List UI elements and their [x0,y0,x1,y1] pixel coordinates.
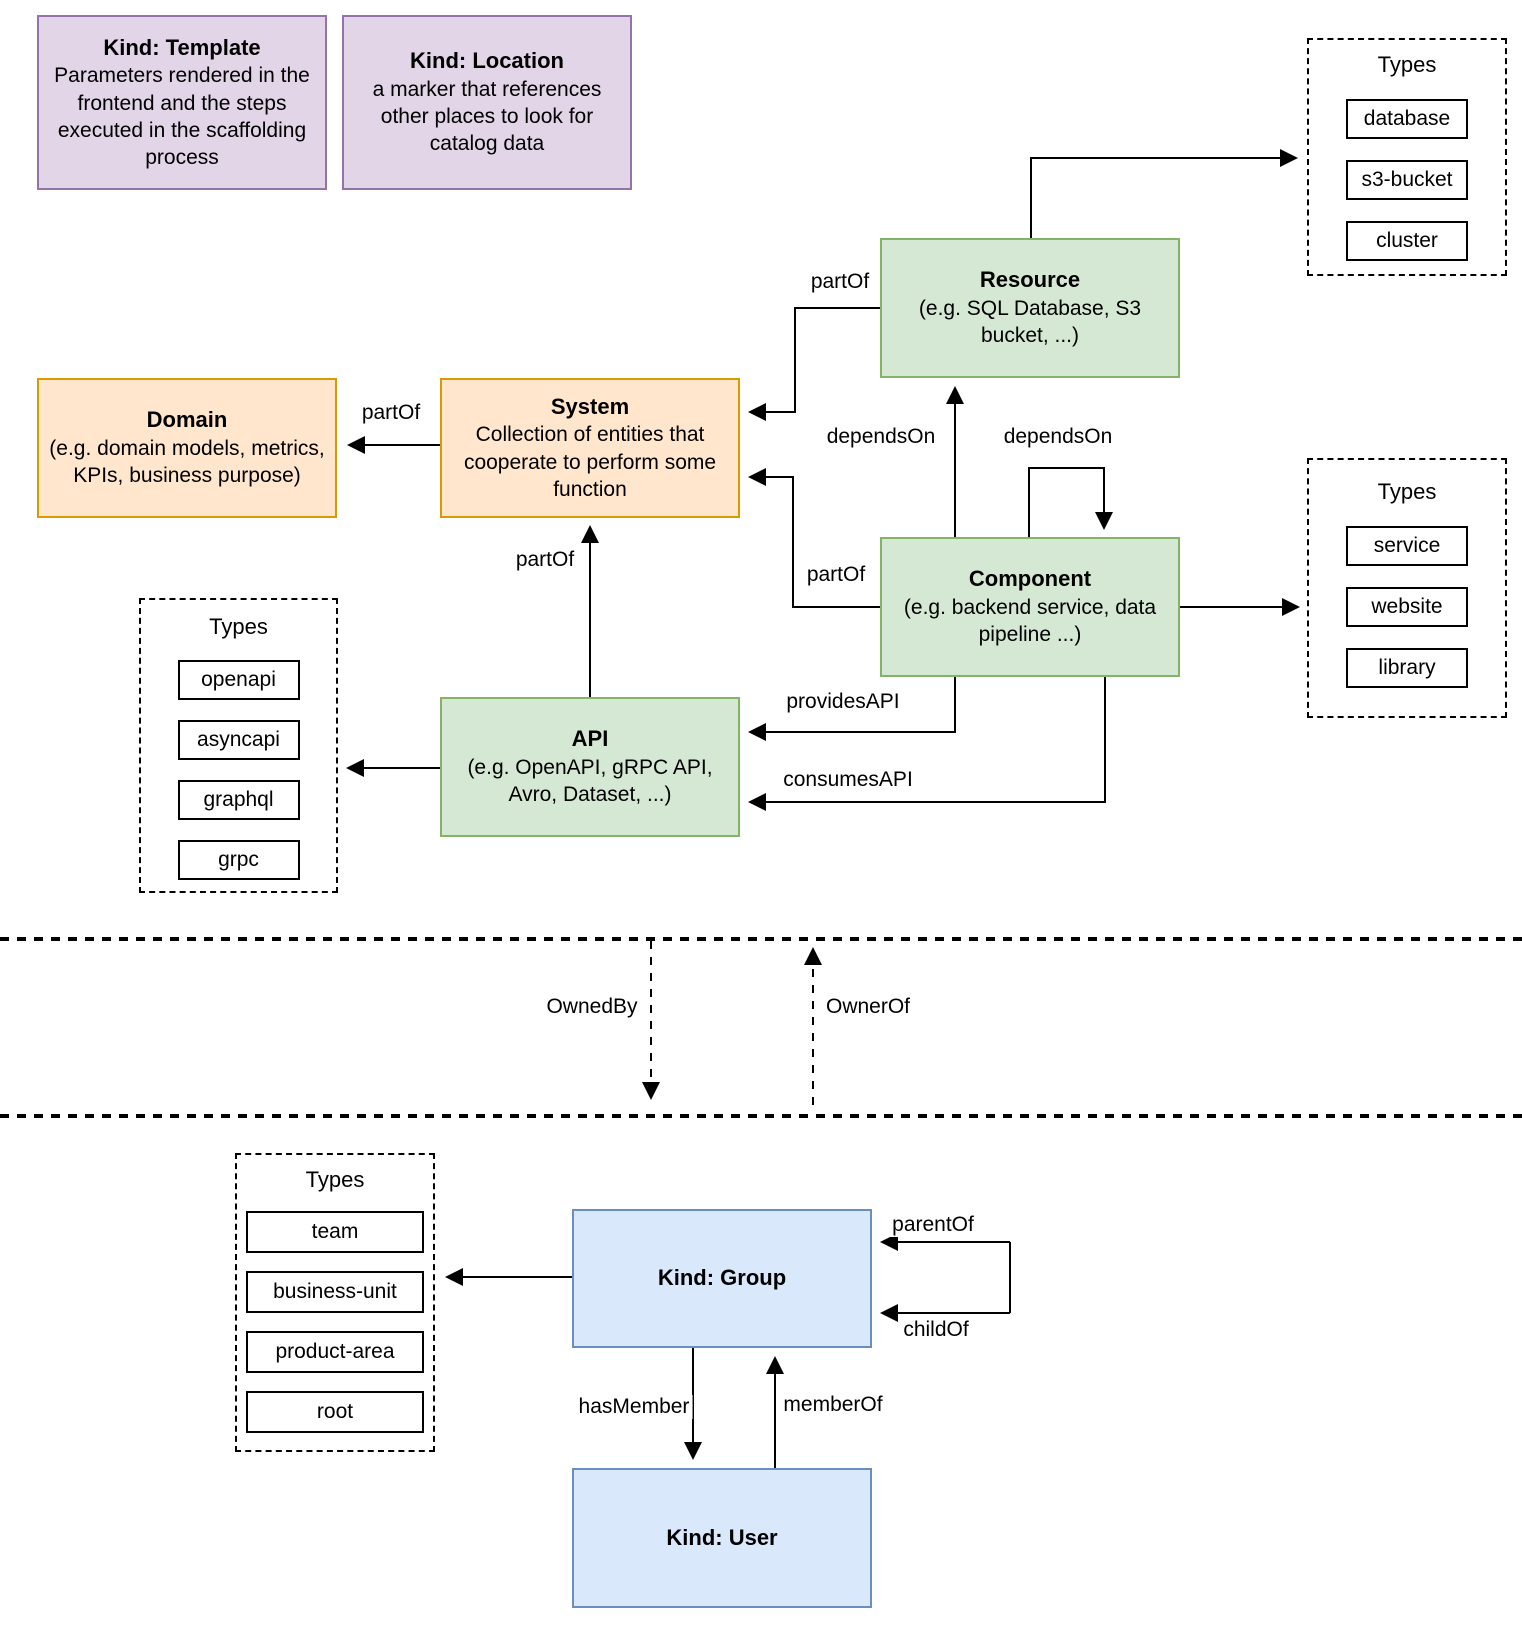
node-domain-title: Domain [146,407,228,433]
edge-label-memberof: memberOf [780,1393,886,1417]
node-api-body: (e.g. OpenAPI, gRPC API, Avro, Dataset, … [467,756,713,807]
node-api-title: API [571,726,609,752]
type-item-openapi: openapi [177,660,300,700]
node-kind-group: Kind: Group [572,1209,872,1348]
node-kind-template: Kind: Template Parameters rendered in th… [37,15,327,190]
type-item-grpc: grpc [177,840,300,880]
node-kind-location-title: Kind: Location [410,48,564,74]
type-item-team: team [246,1211,424,1253]
edge-label-hasmember: hasMember [575,1395,693,1419]
edge-label-parentof: parentOf [889,1213,977,1237]
node-domain-body: (e.g. domain models, metrics, KPIs, busi… [49,437,325,488]
edge-label-component-partof: partOf [803,563,869,587]
node-system-body: Collection of entities that cooperate to… [463,423,717,501]
node-system-title: System [550,393,630,419]
node-kind-template-title: Kind: Template [103,34,261,60]
types-box-resource-title: Types [1377,52,1437,77]
node-kind-location-body: a marker that references other places to… [372,77,602,156]
node-domain: Domain (e.g. domain models, metrics, KPI… [37,378,337,518]
type-item-database: database [1346,99,1468,139]
types-box-component: Types service website library [1307,458,1507,718]
edge-label-dependson-self: dependsOn [1000,425,1116,449]
type-item-business-unit: business-unit [246,1271,424,1313]
edge-label-api-partof: partOf [512,548,578,572]
type-item-service: service [1346,526,1468,566]
edge-label-consumesapi: consumesAPI [780,768,916,792]
edge-label-dependson-resource: dependsOn [823,425,939,449]
type-item-website: website [1346,587,1468,627]
edge-label-system-partof: partOf [358,401,424,425]
type-item-asyncapi: asyncapi [177,720,300,760]
node-api: API (e.g. OpenAPI, gRPC API, Avro, Datas… [440,697,740,837]
node-resource-body: (e.g. SQL Database, S3 bucket, ...) [918,297,1142,348]
type-item-product-area: product-area [246,1331,424,1373]
edge-label-ownedby: OwnedBy [543,995,641,1019]
node-kind-location: Kind: Location a marker that references … [342,15,632,190]
type-item-library: library [1346,648,1468,688]
edge-label-resource-partof: partOf [807,270,873,294]
type-item-root: root [246,1391,424,1433]
node-component: Component (e.g. backend service, data pi… [880,537,1180,677]
node-kind-template-body: Parameters rendered in the frontend and … [54,64,310,170]
types-box-group: Types team business-unit product-area ro… [235,1153,435,1452]
node-resource: Resource (e.g. SQL Database, S3 bucket, … [880,238,1180,378]
node-system: System Collection of entities that coope… [440,378,740,518]
node-kind-user: Kind: User [572,1468,872,1608]
edge-label-ownerof: OwnerOf [822,995,914,1019]
type-item-cluster: cluster [1346,221,1468,261]
node-resource-title: Resource [979,267,1081,293]
edge-label-providesapi: providesAPI [783,690,903,714]
node-component-title: Component [968,566,1092,592]
node-kind-user-title: Kind: User [666,1524,778,1550]
types-box-api-title: Types [209,614,268,639]
type-item-s3-bucket: s3-bucket [1346,160,1468,200]
node-kind-group-title: Kind: Group [657,1265,787,1291]
types-box-group-title: Types [305,1167,365,1192]
type-item-graphql: graphql [177,780,300,820]
types-box-resource: Types database s3-bucket cluster [1307,38,1507,276]
types-box-component-title: Types [1377,479,1437,504]
types-box-api: Types openapi asyncapi graphql grpc [139,598,338,893]
node-component-body: (e.g. backend service, data pipeline ...… [903,596,1157,647]
edge-label-childof: childOf [900,1318,972,1342]
